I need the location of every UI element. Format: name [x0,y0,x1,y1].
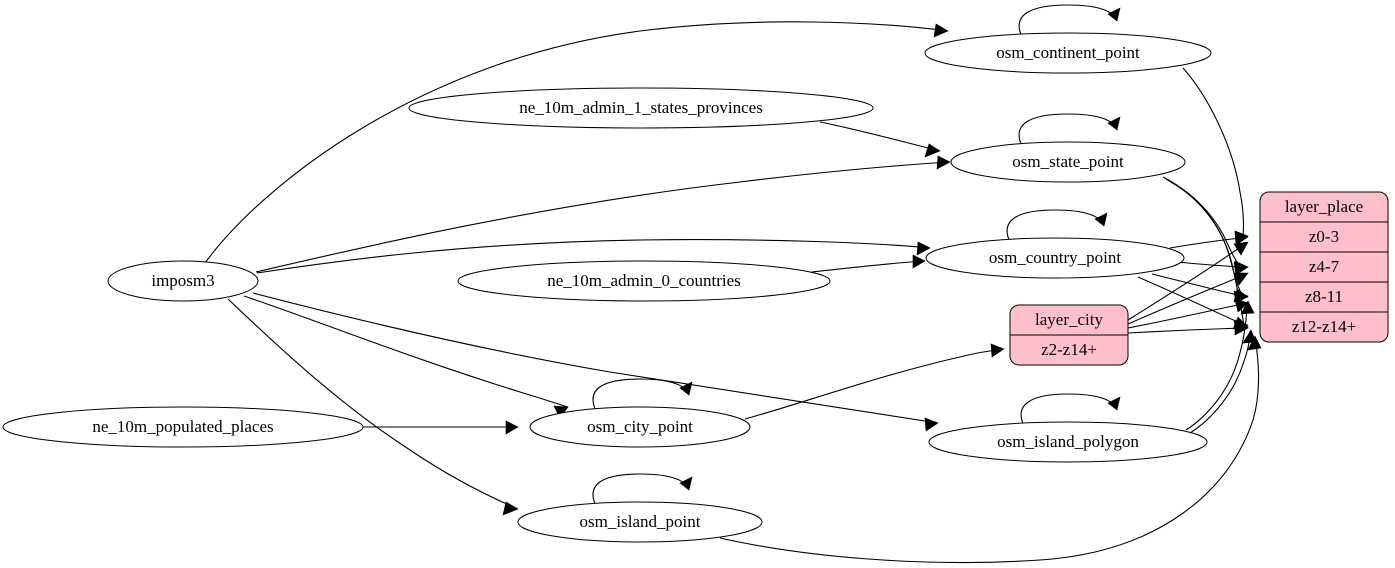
node-ne_10m_admin_0_countries[interactable]: ne_10m_admin_0_countries [457,260,831,302]
edge-osm_country_point-to-layer_place-z0-3 [1169,231,1249,249]
edge-layer_city-to-layer_place-z0-3 [1127,241,1249,321]
record-node-layer_place[interactable]: layer_place z0-3 z4-7 z8-11 z12-z14+ [1259,191,1389,343]
node-ne_10m_populated_places[interactable]: ne_10m_populated_places [2,406,364,448]
node-osm_continent_point[interactable]: osm_continent_point [924,32,1212,74]
edge-layer_city-to-layer_place-z8-11 [1127,298,1249,329]
edge-osm_continent_point-self-loop [1018,4,1121,38]
edge-imposm3-to-osm_continent_point [204,21,949,264]
node-osm_country_point[interactable]: osm_country_point [925,237,1185,279]
edge-ne_countries-to-osm_country_point [811,254,926,273]
edge-osm_island_polygon-self-loop [1020,393,1121,427]
node-imposm3[interactable]: imposm3 [107,260,259,302]
edge-osm_city_point-self-loop [592,378,693,412]
node-ne_10m_admin_1_states_provinces[interactable]: ne_10m_admin_1_states_provinces [408,87,874,129]
edges-layer [204,4,1262,564]
edge-imposm3-to-osm_city_point [243,295,569,419]
edge-osm_island_point-to-layer_place-z12-z14+ [719,335,1262,564]
edge-osm_city_point-to-layer_city-z2-z14+ [744,343,1005,420]
record-node-layer_city[interactable]: layer_city z2-z14+ [1009,304,1129,366]
edge-ne_places-to-osm_city_point [363,420,519,435]
edge-osm_country_point-self-loop [1006,209,1108,243]
edge-imposm3-to-osm_state_point [255,155,951,273]
node-osm_city_point[interactable]: osm_city_point [529,406,751,448]
edge-osm_state_point-self-loop [1018,113,1121,147]
edge-imposm3-to-osm_island_polygon [252,292,939,432]
edge-imposm3-to-osm_country_point [256,239,931,274]
edge-osm_island_polygon-to-layer_place-z12-z14+ [1189,329,1257,434]
edge-osm_island_polygon-to-layer_place-z8-11 [1185,300,1255,431]
nodes-layer: imposm3 ne_10m_admin_1_states_provinces … [2,32,1389,543]
edge-osm_country_point-to-layer_place-z4-7 [1176,260,1249,275]
edge-ne_states-to-osm_state_point [819,121,941,158]
edge-osm_country_point-to-layer_place-z8-11 [1151,273,1249,303]
edge-imposm3-to-osm_island_point [227,298,519,516]
edge-osm_continent_point-to-layer_place-z0-3 [1182,67,1249,245]
edge-layer_city-to-layer_place-z12-z14+ [1127,321,1249,336]
node-osm_state_point[interactable]: osm_state_point [950,141,1186,183]
edge-osm_island_point-self-loop [592,473,693,507]
node-osm_island_point[interactable]: osm_island_point [517,501,763,543]
edge-layer_city-to-layer_place-z4-7 [1127,272,1249,325]
node-osm_island_polygon[interactable]: osm_island_polygon [928,421,1208,463]
